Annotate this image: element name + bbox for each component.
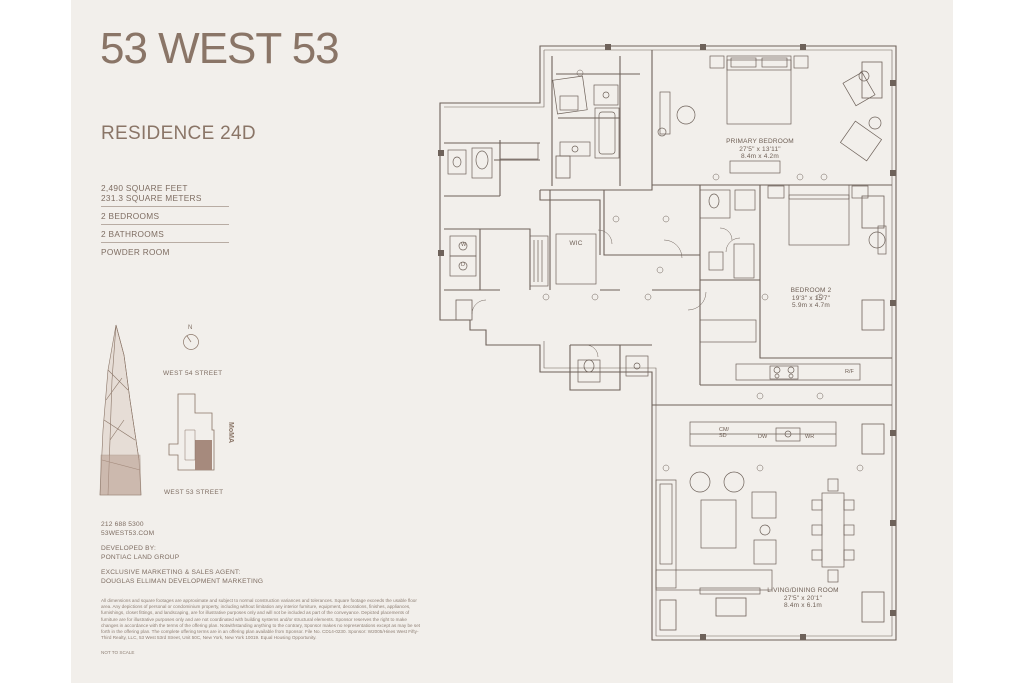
legal-disclaimer: All dimensions and square footages are a… — [101, 598, 421, 641]
bedroom-2-furniture — [699, 184, 887, 343]
laundry-fixtures — [449, 233, 597, 287]
powder-room-fixtures — [577, 355, 649, 383]
building-highlight — [195, 440, 212, 470]
contact-web: 53WEST53.COM — [101, 529, 155, 537]
street-north-label: WEST 54 STREET — [163, 370, 223, 377]
developer-name: PONTIAC LAND GROUP — [101, 553, 180, 561]
dishwasher-label: DW — [758, 434, 768, 440]
tower-elevation-icon — [99, 324, 142, 496]
agent-name: DOUGLAS ELLIMAN DEVELOPMENT MARKETING — [101, 577, 264, 585]
refrigerator-label: R/F — [845, 369, 854, 375]
spec-sqm: 231.3 SQUARE METERS — [101, 193, 202, 203]
primary-bedroom-m: 8.4m x 4.2m — [741, 153, 779, 160]
living-dining-name: LIVING/DINING ROOM — [767, 587, 839, 594]
block-outline — [168, 393, 215, 471]
contact-phone: 212 688 5300 — [101, 521, 144, 528]
spec-list: 2,490 SQUARE FEET 231.3 SQUARE METERS 2 … — [101, 182, 229, 263]
wine-refrigerator-label: WR — [805, 434, 815, 440]
living-dining-label: LIVING/DINING ROOM 27'5" x 20'1" 8.4m x … — [764, 587, 842, 610]
coffee-steam-label: CM/ SD — [719, 427, 730, 439]
compass-icon — [183, 334, 199, 350]
interior-walls — [444, 50, 892, 406]
not-to-scale-note: NOT TO SCALE — [101, 650, 135, 655]
developer-heading: DEVELOPED BY: — [101, 545, 157, 552]
kitchen-fixtures — [689, 363, 861, 447]
spec-area: 2,490 SQUARE FEET 231.3 SQUARE METERS — [101, 182, 229, 207]
spec-powder-room: POWDER ROOM — [101, 247, 170, 257]
spec-bedrooms: 2 BEDROOMS — [101, 210, 229, 225]
bedroom-2-ft: 19'3" x 15'7" — [791, 294, 831, 302]
brand-title: 53 WEST 53 — [100, 24, 340, 73]
spec-bathrooms: 2 BATHROOMS — [101, 228, 229, 243]
contact-block: 212 688 5300 53WEST53.COM DEVELOPED BY: … — [101, 521, 263, 586]
wic-label: WIC — [569, 240, 583, 247]
primary-bedroom-furniture — [657, 55, 883, 174]
washer-label: W — [461, 242, 467, 248]
bedroom-2-name: BEDROOM 2 — [790, 287, 832, 294]
brochure-sheet — [71, 0, 953, 683]
spec-sqft: 2,490 SQUARE FEET — [101, 183, 188, 193]
living-furniture — [655, 471, 855, 595]
residence-title: RESIDENCE 24D — [101, 123, 256, 144]
bedroom-2-m: 5.9m x 4.7m — [792, 302, 830, 309]
agent-heading: EXCLUSIVE MARKETING & SALES AGENT: — [101, 569, 241, 576]
primary-bath-fixtures — [447, 75, 620, 179]
living-dining-ft: 27'5" x 20'1" — [783, 594, 823, 602]
primary-bedroom-label: PRIMARY BEDROOM 27'5" x 13'11" 8.4m x 4.… — [725, 138, 795, 161]
door-swings — [471, 227, 741, 358]
compass-north-label: N — [188, 325, 193, 331]
exterior-wall — [439, 45, 897, 641]
primary-bedroom-ft: 27'5" x 13'11" — [739, 145, 781, 153]
bedroom-2-label: BEDROOM 2 19'3" x 15'7" 5.9m x 4.7m — [783, 287, 839, 310]
living-dining-m: 8.4m x 6.1m — [784, 602, 822, 609]
primary-bedroom-name: PRIMARY BEDROOM — [726, 138, 794, 145]
dryer-label: D — [461, 262, 465, 268]
street-south-label: WEST 53 STREET — [164, 489, 224, 496]
